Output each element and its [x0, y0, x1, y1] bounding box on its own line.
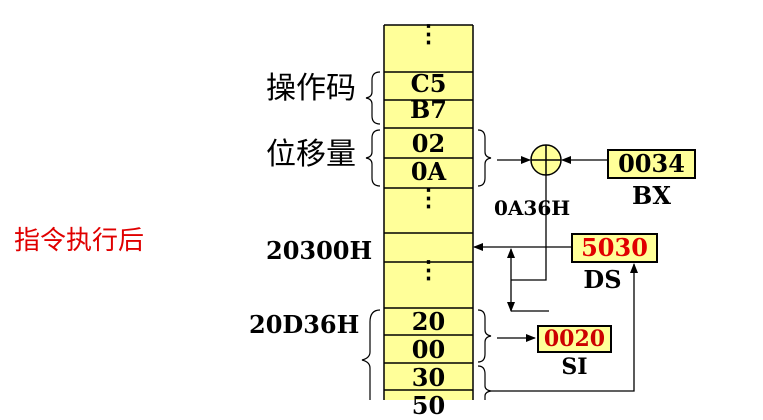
slide-title: 指令执行后 — [14, 226, 145, 256]
memory-cell-00: 00 — [411, 335, 446, 364]
sum-label: 0A36H — [494, 196, 571, 220]
memory-cell-20: 20 — [411, 307, 446, 336]
opcode-brace — [365, 71, 381, 125]
displacement-brace — [365, 129, 381, 187]
address-effective: 20D36H — [249, 310, 360, 339]
address-ds-base: 20300H — [266, 236, 373, 265]
diagram-lines — [361, 24, 638, 400]
memory-cell-02: 02 — [411, 129, 446, 158]
bx-register-box: 0034 — [607, 149, 696, 179]
displacement-right-brace — [477, 129, 492, 187]
memory-cell-b7: B7 — [410, 95, 447, 124]
data-right-brace-bottom — [477, 365, 492, 400]
data-brace — [361, 309, 381, 400]
opcode-label: 操作码 — [266, 71, 356, 106]
si-register-box: 0020 — [537, 325, 612, 353]
memory-cell-c5: C5 — [410, 69, 447, 98]
displacement-label: 位移量 — [266, 137, 356, 172]
bx-register-name: BX — [632, 181, 671, 210]
memory-cell-30: 30 — [411, 363, 446, 392]
si-register-name: SI — [561, 354, 588, 380]
memory-column-borders — [383, 24, 474, 400]
ds-register-box: 5030 — [571, 233, 658, 263]
data-right-brace-top — [477, 309, 492, 363]
ds-register-name: DS — [583, 265, 622, 294]
memory-cell-0a: 0A — [410, 157, 447, 186]
